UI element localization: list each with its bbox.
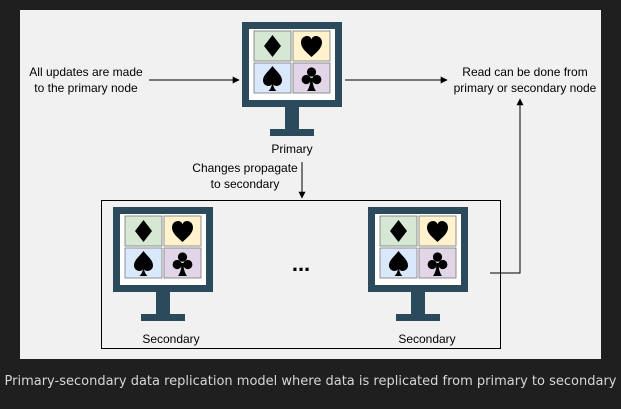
right-note-line-2: primary or secondary node bbox=[454, 81, 597, 95]
primary-label: Primary bbox=[271, 142, 312, 156]
ellipsis-label: ... bbox=[292, 251, 310, 276]
right-note-line-1: Read can be done from bbox=[462, 65, 587, 79]
read-arrow-secondary bbox=[490, 98, 524, 274]
primary-monitor bbox=[241, 21, 343, 137]
propagate-note-line-1: Changes propagate bbox=[192, 161, 298, 175]
left-note-line-1: All updates are made bbox=[29, 65, 143, 79]
figure-caption: Primary-secondary data replication model… bbox=[4, 374, 617, 389]
left-note-line-2: to the primary node bbox=[34, 81, 138, 95]
diagram-canvas: All updates are made to the primary node… bbox=[20, 10, 601, 359]
secondary-monitor-right bbox=[367, 206, 469, 322]
secondary-monitor-left bbox=[112, 206, 214, 322]
secondary-right-label: Secondary bbox=[398, 332, 455, 346]
propagate-note-line-2: to secondary bbox=[211, 177, 280, 191]
secondary-group-box bbox=[101, 200, 501, 349]
secondary-left-label: Secondary bbox=[142, 332, 199, 346]
